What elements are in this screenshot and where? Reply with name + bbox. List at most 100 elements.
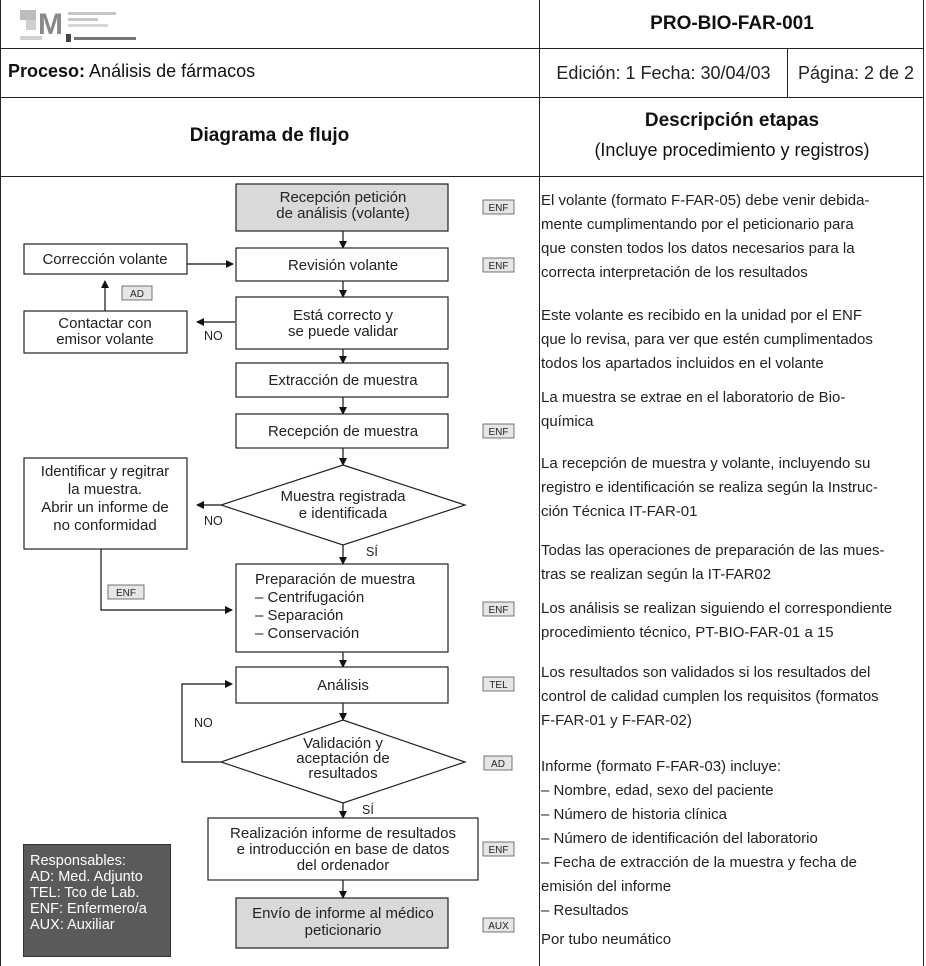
decision-diamond (219, 719, 467, 804)
responsible-tag: ENF (489, 845, 509, 856)
responsible-tag: ENF (489, 427, 509, 438)
step-text: Preparación de muestra (255, 571, 416, 588)
connector-arrow (100, 549, 233, 614)
responsible-tag: TEL (489, 680, 508, 691)
step-text: e identificada (299, 505, 388, 522)
responsible-tag-box (482, 423, 515, 439)
description-paragraph: Informe (formato F-FAR-03) incluye:– Nom… (541, 755, 919, 923)
step-text: Revisión volante (288, 257, 398, 274)
yes-label: SÍ (362, 802, 374, 817)
responsible-tag: AD (130, 289, 144, 300)
legend-item: TEL: Tco de Lab. (30, 885, 140, 901)
process-name: Análisis de fármacos (89, 61, 256, 81)
step-text: resultados (308, 765, 377, 782)
process-box (235, 413, 449, 449)
responsible-tag: ENF (116, 588, 136, 599)
connector-arrow (181, 680, 233, 763)
description-line: – Número de historia clínica (541, 806, 727, 823)
process-box (235, 183, 449, 232)
responsible-tag: ENF (489, 203, 509, 214)
responsible-tag-box (482, 841, 515, 857)
responsible-tag: ENF (489, 605, 509, 616)
grid-line (0, 97, 924, 98)
no-label: NO (204, 514, 223, 528)
description-paragraph: El volante (formato F-FAR-05) debe venir… (541, 189, 919, 285)
flow-column-title: Diagrama de flujo (189, 125, 350, 146)
responsible-tag: ENF (489, 261, 509, 272)
step-text: Recepción petición (280, 189, 407, 206)
description-line: que lo revisa, para ver que estén cumpli… (541, 331, 873, 348)
description-line: La muestra se extrae en el laboratorio d… (541, 389, 846, 406)
step-text: del ordenador (297, 857, 390, 874)
step-text: Análisis (317, 677, 369, 694)
side-box-text: emisor volante (56, 331, 154, 348)
description-paragraph: Los resultados son validados si los resu… (541, 661, 919, 733)
step-text: – Centrifugación (255, 589, 364, 606)
process-box (235, 666, 449, 704)
description-line: Este volante es recibido en la unidad po… (541, 307, 863, 324)
description-line: tras se realizan según la IT-FAR02 (541, 566, 772, 583)
description-line: El volante (formato F-FAR-05) debe venir… (541, 192, 870, 209)
step-text: Extracción de muestra (268, 372, 418, 389)
grid-line (787, 48, 788, 97)
legend-item: ENF: Enfermero/a (30, 901, 147, 917)
description-paragraph: Los análisis se realizan siguiendo el co… (541, 597, 919, 645)
grid-line (0, 48, 924, 49)
description-line: – Fecha de extracción de la muestra y fe… (541, 854, 858, 871)
step-text: Envío de informe al médico (252, 905, 434, 922)
responsible-tag-box (482, 199, 515, 215)
step-text: Muestra registrada (280, 488, 406, 505)
side-box-text: Contactar con (58, 315, 151, 332)
institution-logo: M (20, 6, 210, 44)
description-line: F-FAR-01 y F-FAR-02) (541, 712, 692, 729)
description-line: correcta interpretación de los resultado… (541, 264, 808, 281)
step-text: Realización informe de resultados (230, 825, 456, 842)
side-box-text: Corrección volante (42, 251, 167, 268)
process-box (235, 296, 449, 350)
description-line: – Resultados (541, 902, 629, 919)
process-box (235, 897, 449, 949)
step-text: peticionario (305, 922, 382, 939)
description-line: Los resultados son validados si los resu… (541, 664, 871, 681)
description-line: registro e identificación se realiza seg… (541, 479, 878, 496)
step-text: – Conservación (255, 625, 359, 642)
description-line: Informe (formato F-FAR-03) incluye: (541, 758, 782, 775)
step-text: Está correcto y (293, 307, 394, 324)
responsible-tag-box (482, 601, 515, 617)
grid-line (539, 0, 540, 966)
grid-line (0, 176, 924, 177)
description-column-subtitle: (Incluye procedimiento y registros) (594, 140, 870, 160)
process-box (235, 563, 449, 653)
step-text: aceptación de (296, 750, 389, 767)
description-line: – Número de identificación del laborator… (541, 830, 818, 847)
responsible-tag-box (483, 755, 513, 771)
document-code: PRO-BIO-FAR-001 (650, 13, 814, 34)
description-line: procedimiento técnico, PT-BIO-FAR-01 a 1… (541, 624, 834, 641)
process-box (235, 362, 449, 398)
responsible-tag-box (482, 917, 515, 933)
description-line: La recepción de muestra y volante, inclu… (541, 455, 871, 472)
step-text: Recepción de muestra (268, 423, 419, 440)
legend-item: AUX: Auxiliar (30, 917, 115, 933)
step-text: se puede validar (288, 323, 398, 340)
description-column-title: Descripción etapas (644, 110, 820, 131)
process-label: Proceso: (8, 61, 86, 81)
side-box-text: Identificar y regitrar (41, 463, 169, 480)
edition-date: Edición: 1 Fecha: 30/04/03 (556, 62, 771, 83)
side-box (23, 457, 188, 550)
svg-text:M: M (38, 8, 63, 41)
legend-title: Responsables: (30, 853, 126, 869)
step-text: de análisis (volante) (276, 205, 409, 222)
description-line: mente cumplimentando por el peticionario… (541, 216, 854, 233)
responsables-legend: Responsables: AD: Med. Adjunto TEL: Tco … (23, 844, 171, 957)
no-label: NO (204, 329, 223, 343)
description-line: química (541, 413, 594, 430)
description-line: que consten todos los datos necesarios p… (541, 240, 855, 257)
description-paragraph: La muestra se extrae en el laboratorio d… (541, 386, 919, 434)
responsible-tag-box (482, 676, 515, 692)
description-paragraph: La recepción de muestra y volante, inclu… (541, 452, 919, 524)
page-number: Página: 2 de 2 (797, 62, 915, 83)
description-line: control de calidad cumplen los requisito… (541, 688, 879, 705)
